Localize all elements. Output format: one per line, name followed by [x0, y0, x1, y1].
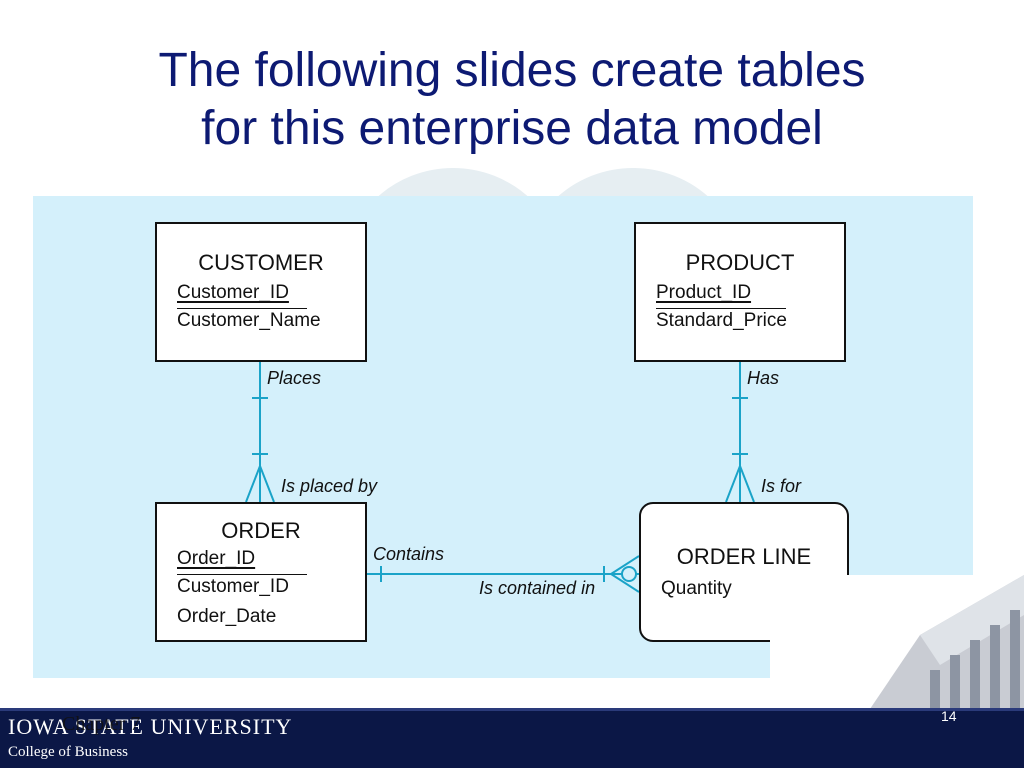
optional-circle: [621, 566, 637, 582]
entity-order-name: ORDER: [221, 518, 301, 543]
footer-bar: [0, 708, 1024, 768]
standard-price-attr: Standard_Price: [656, 310, 787, 331]
customer-id-attr: Customer_ID: [177, 282, 289, 303]
order-date-attr: Order_Date: [177, 606, 277, 627]
entity-product: PRODUCT Product_ID Standard_Price: [634, 222, 846, 362]
entity-order-line-name: ORDER LINE: [676, 544, 812, 569]
customer-attr-divider: [177, 308, 307, 309]
order-attr-divider: [177, 574, 307, 575]
rel-label-is-contained-in: Is contained in: [479, 578, 596, 598]
entity-order: ORDER Order_ID Customer_ID Order_Date: [155, 502, 367, 642]
rel-label-is-for: Is for: [761, 476, 802, 496]
slide-title: The following slides create tables for t…: [0, 42, 1024, 158]
relationship-lines: [245, 362, 755, 593]
customer-name-attr: Customer_Name: [177, 310, 321, 331]
rel-label-is-placed-by: Is placed by: [281, 476, 378, 496]
crowfoot-order: [245, 463, 275, 503]
footer-stripe: [0, 708, 1024, 711]
quantity-attr: Quantity: [661, 578, 732, 599]
order-customer-id-attr: Customer_ID: [177, 576, 289, 597]
order-id-attr: Order_ID: [177, 548, 256, 569]
chapter-label: Chapter 7: [62, 713, 141, 735]
rel-label-places: Places: [267, 368, 322, 388]
entity-customer-name: CUSTOMER: [198, 250, 324, 275]
slide-number: 14: [941, 708, 957, 724]
rel-label-has: Has: [747, 368, 780, 388]
college-name: College of Business: [8, 744, 128, 760]
title-line-2: for this enterprise data model: [201, 102, 823, 155]
product-attr-divider: [656, 308, 786, 309]
university-logo-text: IOWA STATE UNIVERSITY: [8, 714, 293, 739]
crowfoot-orderline-top: [725, 463, 755, 503]
title-line-1: The following slides create tables: [158, 44, 866, 97]
crowfoot-orderline-left: [609, 555, 640, 593]
product-id-attr: Product_ID: [656, 282, 752, 303]
entity-product-name: PRODUCT: [685, 250, 795, 275]
rel-label-contains: Contains: [373, 544, 445, 564]
entity-customer: CUSTOMER Customer_ID Customer_Name: [155, 222, 367, 362]
